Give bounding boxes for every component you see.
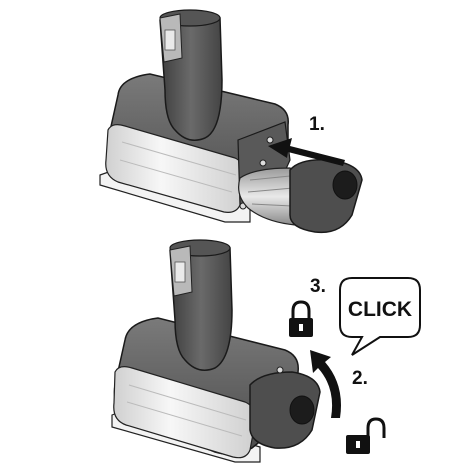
bottom-assembly: 2. 3. CLICK [111, 239, 421, 463]
click-speech-bubble: CLICK [339, 277, 421, 356]
step-1-label: 1. [309, 114, 325, 135]
insert-arrow [268, 138, 345, 166]
bottom-transparent-panel [113, 366, 256, 459]
top-roller-brush [238, 167, 301, 226]
top-assembly: 1. [99, 9, 363, 234]
padlock-unlocked-icon [346, 417, 386, 454]
step-3-label: 3. [310, 276, 326, 297]
padlock-locked-icon [289, 300, 313, 337]
step-2-label: 2. [352, 368, 368, 389]
click-text: CLICK [348, 298, 412, 321]
rotate-arrow [310, 350, 341, 418]
